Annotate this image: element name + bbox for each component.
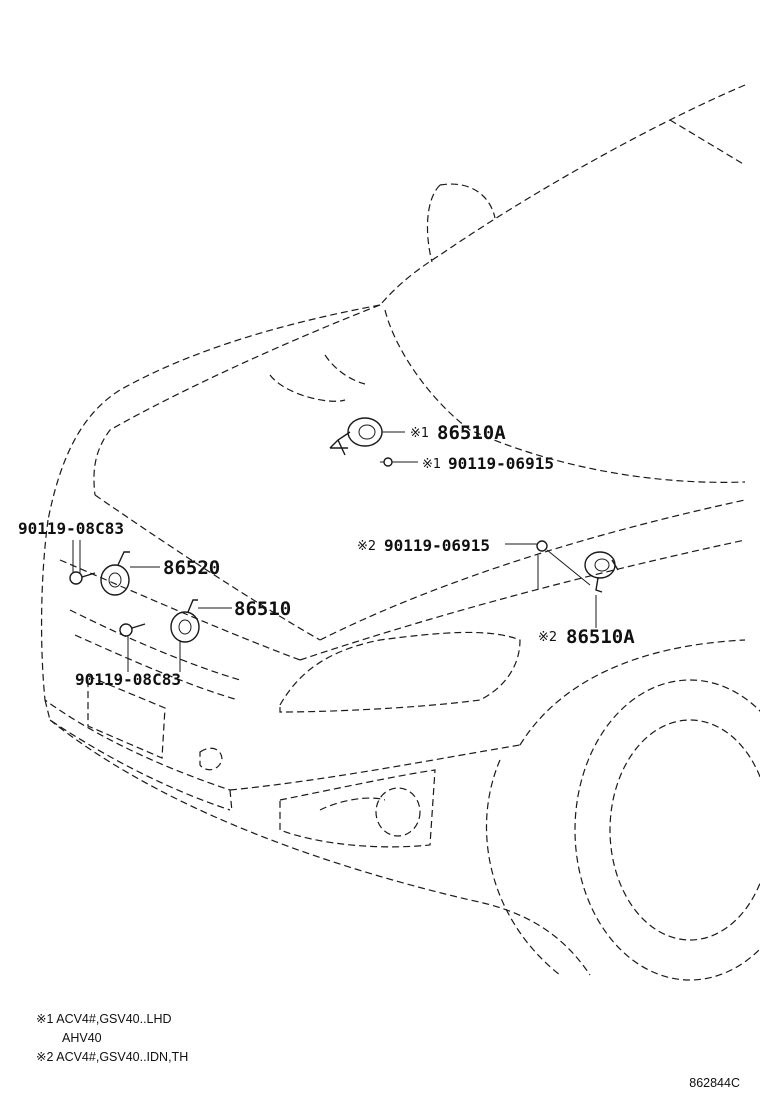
footnote-2: ※2 ACV4#,GSV40..IDN,TH (36, 1048, 188, 1067)
footnote-mark: ※2 (36, 1050, 54, 1064)
part-number-label: 90119-06915 (384, 536, 490, 555)
part-number-label: 86510 (234, 598, 291, 620)
part-number-label: 90119-08C83 (75, 670, 181, 689)
leader-lines (72, 431, 597, 672)
callout-bolt-right: ※2 90119-06915 (357, 536, 490, 555)
callout-horn-a-right: ※2 86510A (538, 626, 635, 648)
part-number-label: 90119-08C83 (18, 519, 124, 538)
diagram-code: 862844C (689, 1076, 740, 1090)
callout-horn-86510: 86510 (234, 598, 291, 620)
car-body-outline (40, 84, 760, 981)
part-number-label: 86520 (163, 557, 220, 579)
footnote-1: ※1 ACV4#,GSV40..LHD AHV40 (36, 1010, 172, 1048)
callout-bolt-left-lower: 90119-08C83 (75, 670, 181, 689)
footnote-text: ACV4#,GSV40..IDN,TH (56, 1050, 189, 1064)
footnote-mark: ※1 (36, 1012, 54, 1026)
bolt-left-lower-icon (119, 623, 146, 637)
callout-mark: ※2 (357, 539, 376, 554)
callout-mark: ※2 (538, 630, 557, 645)
part-number-label: 86510A (437, 422, 506, 444)
horn-right-icon (584, 551, 619, 593)
callout-bolt-top: ※1 90119-06915 (422, 454, 554, 473)
horn-top-icon (329, 417, 383, 456)
callout-horn-a-top: ※1 86510A (410, 422, 506, 444)
bolt-top-icon (380, 457, 393, 467)
callout-bolt-left-upper: 90119-08C83 (18, 519, 124, 538)
bolt-left-upper-icon (69, 571, 96, 585)
callout-mark: ※1 (422, 457, 441, 472)
callout-mark: ※1 (410, 426, 429, 441)
part-number-label: 90119-06915 (448, 454, 554, 473)
footnote-text: ACV4#,GSV40..LHD (56, 1012, 172, 1026)
horn-86510-icon (170, 599, 200, 643)
footnote-text-continued: AHV40 (62, 1031, 102, 1045)
horn-86520-icon (100, 551, 130, 596)
bolt-right-icon (536, 540, 548, 552)
callout-horn-86520: 86520 (163, 557, 220, 579)
part-number-label: 86510A (566, 626, 635, 648)
